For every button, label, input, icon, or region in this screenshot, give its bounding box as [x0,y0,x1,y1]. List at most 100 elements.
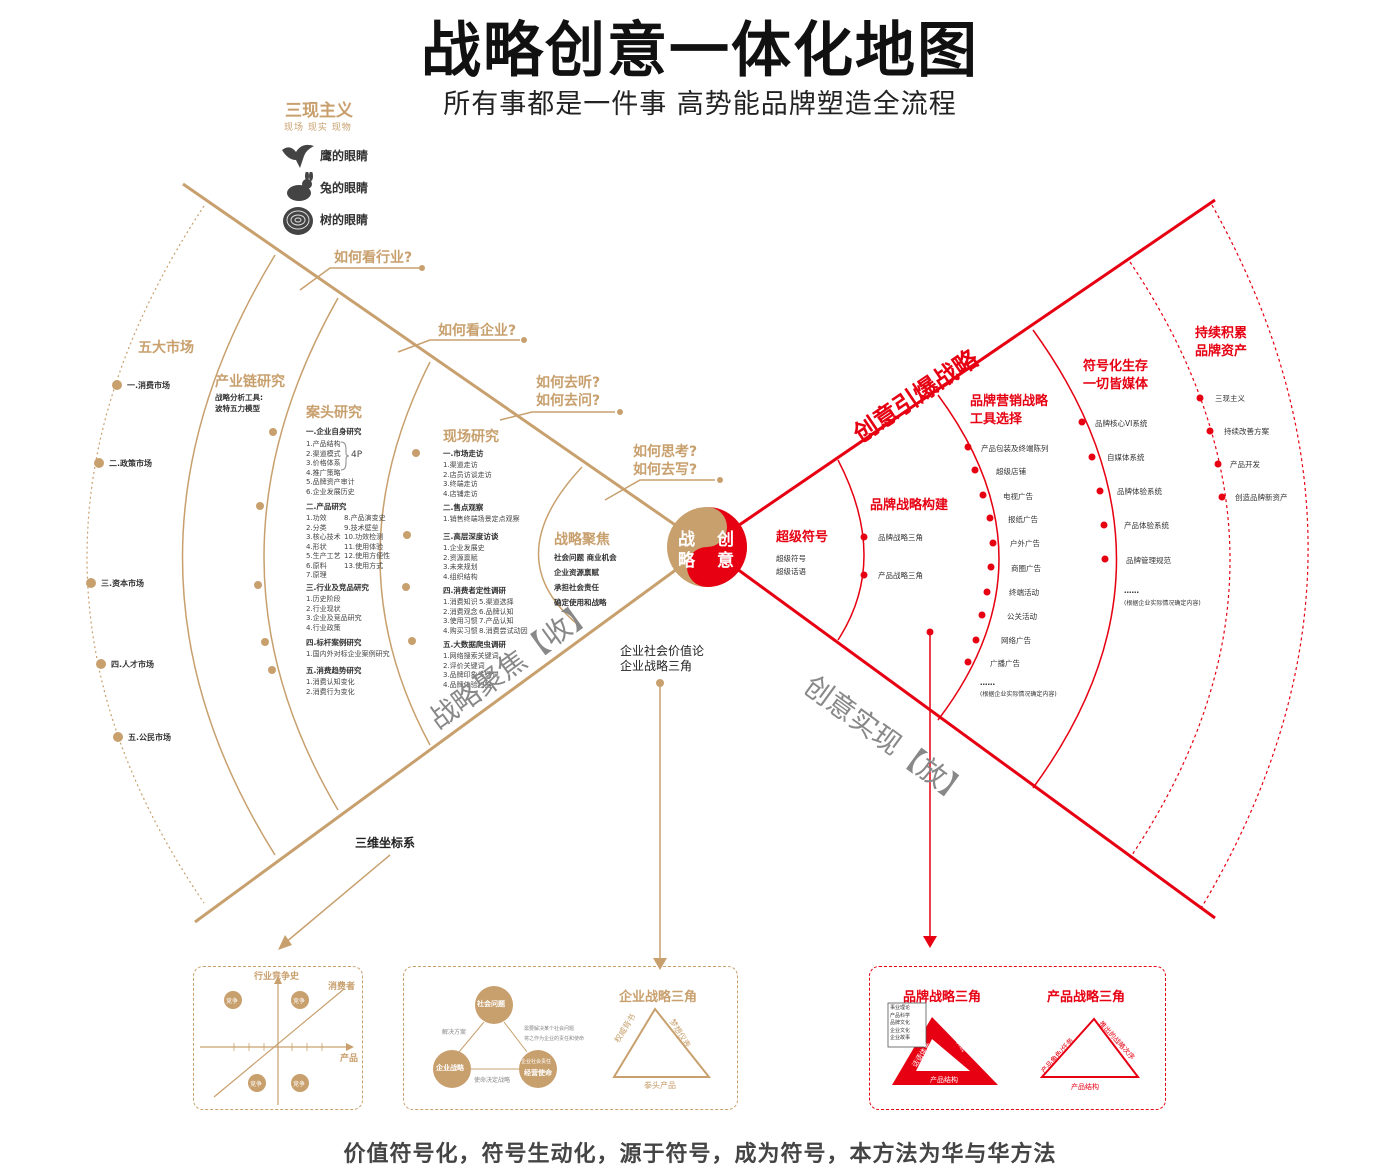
fuhao-item-4: 产品体验系统 [1124,521,1169,530]
eagle-icon [280,142,316,174]
xianchang-s1-items: 1.渠道走访 2.店员访谈走访 3.终端走访 4.店铺走访 [443,461,492,498]
question-write: 如何去写? [633,462,698,478]
brand-triangles-diagram [887,1002,1141,1085]
antou-s2-col-b: 8.产品演变史 9.技术壁垒 10.功效检测 11.使用体验 12.使用方便性 … [344,514,391,570]
rabbit-icon [283,171,315,206]
sanwei-label: 三维坐标系 [355,836,416,850]
chanye-desc-1: 战略分析工具: [215,393,263,402]
coord-quad-1: 竞争 [226,998,239,1005]
cycle-node-strategy: 企业战略 [436,1064,464,1072]
tree-eye-label: 树的眼睛 [320,213,369,227]
fuhao-item-3: 品牌体验系统 [1117,487,1162,496]
enterprise-triangle-title: 企业战略三角 [619,990,698,1005]
xianchang-s4-col-a: 1.消费知识 2.消费观念 3.使用习惯 4.购买习惯 [443,598,478,635]
cycle-node-duty: 企业社会责任 [521,1059,552,1065]
antou-s4: 四.标杆案例研究 [306,638,362,647]
yingxiao-title-1: 品牌营销战略 [970,394,1049,409]
antou-s2-col-a: 1.功效 2.分类 3.核心技术 4.形状 5.生产工艺 6.原料 7.原理 [306,514,341,579]
antou-title: 案头研究 [306,405,362,421]
yingxiao-item-8: 公关活动 [1007,612,1037,621]
jiazhi-label-2: 企业战略三角 [620,659,693,673]
antou-s5-items: 1.消费认知变化 2.消费行为变化 [306,678,355,696]
wuda-item-3: 三.资本市场 [101,579,145,588]
xianchang-s3-items: 1.企业发展史 2.资源禀赋 3.未来规划 4.组织结构 [443,544,485,581]
chixu-item-4: 创造品牌新资产 [1235,493,1288,502]
center-strategy-label: 战略 [678,530,695,571]
xianchang-title: 现场研究 [443,429,499,445]
cycle-node-social: 社会问题 [477,1000,505,1008]
cycle-edge-solution: 解决方案 [442,1029,467,1036]
chixu-item-2: 持续改善方案 [1224,427,1269,436]
chixu-item-3: 产品开发 [1230,460,1260,469]
wuda-item-4: 四.人才市场 [111,660,155,669]
coord-xaxis-label: 产品 [340,1054,359,1064]
fuhao-note: (根据企业实际情况确定内容) [1124,600,1201,607]
chanye-desc-2: 波特五力模型 [215,404,260,413]
rabbit-eye-label: 兔的眼睛 [320,181,369,195]
yingxiao-item-7: 终端活动 [1009,588,1039,597]
antou-4p: 4P [351,450,363,460]
fuhao-more: …… [1124,586,1139,595]
antou-s2: 二.产品研究 [306,502,347,511]
yingxiao-item-1: 产品包装及终端陈列 [981,444,1049,453]
value-cycle-diagram [433,986,712,1088]
chixu-title-2: 品牌资产 [1195,344,1248,359]
page-subtitle: 所有事都是一件事 高势能品牌塑造全流程 [443,89,957,120]
chaoji-item-1: 超级符号 [776,554,806,563]
yingxiao-item-3: 电视广告 [1003,492,1033,501]
coord-yaxis-label: 行业竞争史 [254,972,300,982]
chaoji-item-2: 超级话语 [776,567,806,576]
goujian-item-2: 产品战略三角 [878,571,923,580]
yingxiao-item-9: 网络广告 [1001,636,1031,645]
xianchang-s1: 一.市场走访 [443,449,484,458]
juejiao-item-1: 社会问题 商业机会 [554,553,617,562]
product-triangle-title: 产品战略三角 [1047,990,1126,1005]
antou-s1-items: 1.产品结构 2.渠道模式 3.价格体系 4.推广策略 5.品牌资产审计 6.企… [306,440,355,496]
brace-icon [340,441,350,475]
antou-s1: 一.企业自身研究 [306,427,362,436]
question-think: 如何思考? [633,444,698,460]
xianchang-s3: 三.高层深度访谈 [443,532,499,541]
xianchang-s4-col-b: 5.渠道选择 6.品牌认知 7.产品认知 8.消费尝试动因 [479,598,528,635]
antou-s3-items: 1.历史阶段 2.行业现状 3.企业及竞品研究 4.行业政策 [306,595,362,632]
coord-quad-3: 竞争 [250,1081,263,1088]
page-title: 战略创意一体化地图 [421,16,979,86]
wuda-title: 五大市场 [138,340,194,356]
yingxiao-title-2: 工具选择 [970,412,1023,427]
antou-s3: 三.行业及竞品研究 [306,583,369,592]
question-industry: 如何看行业? [334,250,413,266]
xianchang-s4: 四.消费者定性调研 [443,586,506,595]
question-company: 如何看企业? [438,323,517,339]
juejiao-item-4: 确定使用和战略 [554,598,607,607]
enterprise-triangle-bottom: 拳头产品 [644,1081,676,1090]
chaoji-title: 超级符号 [776,530,829,545]
wuda-item-5: 五.公民市场 [128,733,172,742]
yingxiao-item-10: 广播广告 [990,659,1020,668]
yingxiao-note: (根据企业实际情况确定内容) [980,691,1057,698]
fuhao-item-2: 自媒体系统 [1107,453,1145,462]
cycle-node-mission: 经营使命 [524,1069,552,1077]
center-creative-label: 创意 [717,530,734,571]
yingxiao-item-6: 商圈广告 [1011,564,1041,573]
xianchang-s2-items: 1.销售终端场景定点观察 [443,515,520,523]
sanxian-title: 三现主义 [285,101,353,121]
jiazhi-label-1: 企业社会价值论 [620,644,705,658]
xianchang-s5: 五.大数据爬虫调研 [443,640,506,649]
xianchang-s5-items: 1.网络搜索关键词 2.评价关键词 3.品牌印象关键词 4.品牌体验扫描 [443,652,499,689]
coord-diag-label: 消费者 [328,982,356,992]
question-ask: 如何去问? [536,393,601,409]
fuhao-title-2: 一切皆媒体 [1083,377,1149,392]
juejiao-title: 战略聚焦 [554,532,610,548]
chixu-title-1: 持续积累 [1195,326,1248,341]
tree-ring-icon [282,206,314,240]
wuda-item-1: 一.消费市场 [127,381,171,390]
juejiao-item-2: 企业资源禀赋 [554,568,599,577]
eagle-eye-label: 鹰的眼睛 [320,149,369,163]
box-brand-triangles: 品牌战略三角 产品战略三角 事业理论 产品科学 品牌文化 企业文化 企业故事 话… [869,966,1166,1110]
yingxiao-item-2: 超级店铺 [996,467,1026,476]
goujian-title: 品牌战略构建 [870,498,949,513]
brand-triangle-bottom: 产品结构 [930,1076,958,1084]
fuhao-item-1: 品牌核心VI系统 [1095,419,1148,428]
cycle-edge-mission: 使命决定战略 [474,1077,511,1084]
